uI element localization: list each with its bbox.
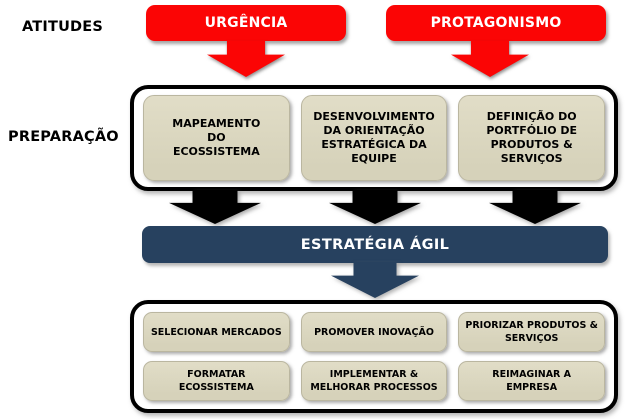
- acoes-container: SELECIONAR MERCADOS PROMOVER INOVAÇÃO PR…: [130, 300, 618, 413]
- acao-box-label: IMPLEMENTAR & MELHORAR PROCESSOS: [310, 369, 438, 393]
- atitudes-row-label: ATITUDES: [22, 19, 104, 35]
- down-arrow-icon: [489, 190, 581, 224]
- preparacao-row-label: PREPARAÇÃO: [8, 129, 119, 145]
- down-arrow-icon: [207, 41, 285, 77]
- urgencia-box-label: URGÊNCIA: [204, 15, 288, 31]
- estrategia-agil-bar: ESTRATÉGIA ÁGIL: [142, 226, 608, 263]
- estrategia-agil-label: ESTRATÉGIA ÁGIL: [300, 236, 450, 253]
- acao-box-reimaginar-empresa: REIMAGINAR A EMPRESA: [458, 361, 605, 401]
- acao-box-label: PROMOVER INOVAÇÃO: [314, 326, 434, 338]
- acao-box-label: FORMATAR ECOSSISTEMA: [178, 369, 254, 393]
- prep-box-label: DESENVOLVIMENTO DA ORIENTAÇÃO ESTRATÉGIC…: [313, 110, 435, 165]
- protagonismo-box: PROTAGONISMO: [386, 5, 606, 41]
- preparacao-container: MAPEAMENTO DO ECOSSISTEMA DESENVOLVIMENT…: [130, 85, 618, 191]
- acao-box-formatar-ecossistema: FORMATAR ECOSSISTEMA: [143, 361, 290, 401]
- acao-box-label: REIMAGINAR A EMPRESA: [492, 369, 572, 393]
- prep-box-label: MAPEAMENTO DO ECOSSISTEMA: [172, 117, 261, 158]
- acao-box-implementar-melhorar: IMPLEMENTAR & MELHORAR PROCESSOS: [300, 361, 448, 401]
- acao-box-label: PRIORIZAR PRODUTOS & SERVIÇOS: [465, 320, 598, 344]
- acao-box-priorizar-produtos: PRIORIZAR PRODUTOS & SERVIÇOS: [458, 312, 605, 352]
- down-arrow-icon: [169, 190, 261, 224]
- down-arrow-icon: [329, 190, 421, 224]
- prep-box-portfolio-produtos: DEFINIÇÃO DO PORTFÓLIO DE PRODUTOS & SER…: [458, 95, 606, 181]
- acao-box-promover-inovacao: PROMOVER INOVAÇÃO: [300, 312, 448, 352]
- down-arrow-icon: [331, 262, 419, 298]
- protagonismo-box-label: PROTAGONISMO: [430, 15, 562, 31]
- prep-box-label: DEFINIÇÃO DO PORTFÓLIO DE PRODUTOS & SER…: [486, 110, 578, 165]
- urgencia-box: URGÊNCIA: [146, 5, 346, 41]
- down-arrow-icon: [451, 41, 529, 77]
- prep-box-orientacao-estrategica: DESENVOLVIMENTO DA ORIENTAÇÃO ESTRATÉGIC…: [300, 95, 448, 181]
- prep-box-mapeamento-ecossistema: MAPEAMENTO DO ECOSSISTEMA: [143, 95, 290, 181]
- acao-box-selecionar-mercados: SELECIONAR MERCADOS: [143, 312, 290, 352]
- acao-box-label: SELECIONAR MERCADOS: [150, 326, 282, 338]
